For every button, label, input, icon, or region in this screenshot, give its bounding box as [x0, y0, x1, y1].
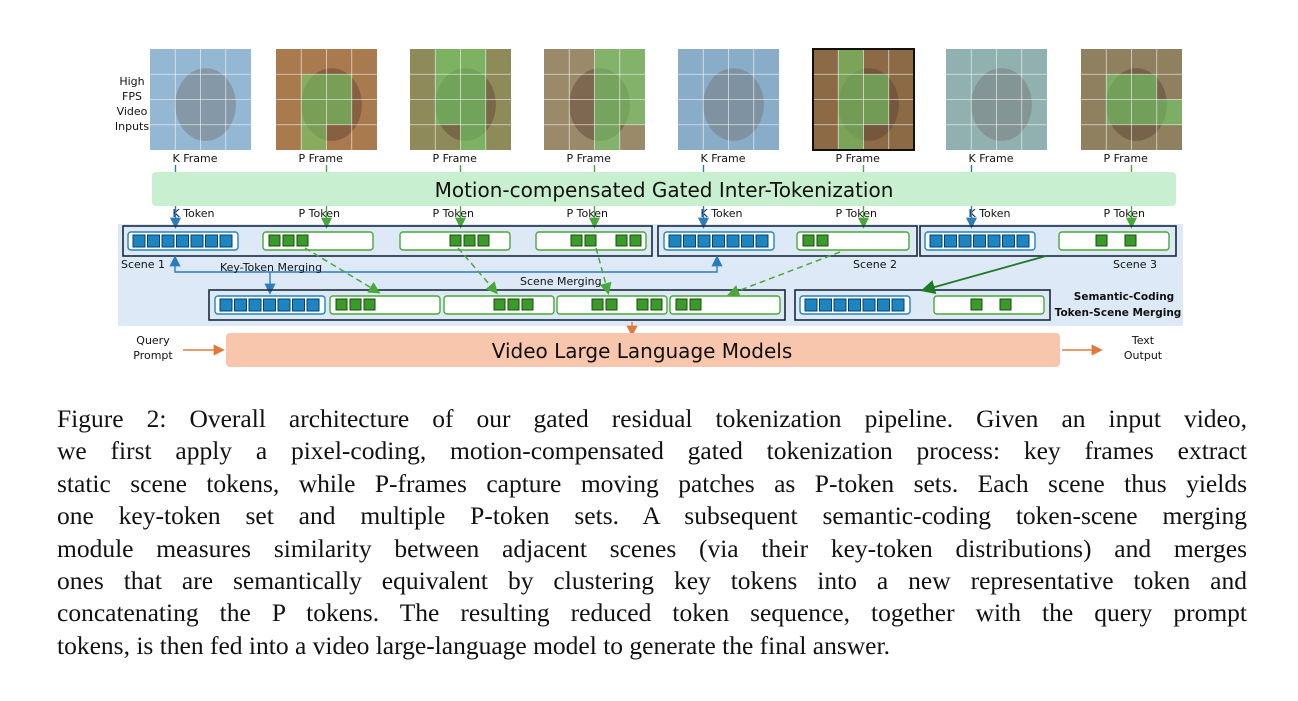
video-frame-thumbnail: [276, 49, 377, 150]
frame-label: P Frame: [299, 152, 344, 165]
p-token-group: [399, 231, 511, 251]
token-label: P Token: [1104, 207, 1145, 220]
token-label: K Token: [701, 207, 743, 220]
video-frame-thumbnail: [1081, 49, 1182, 150]
p-token-group: [669, 295, 781, 315]
architecture-figure: High FPS Video Inputs K Frame P Frame P Fr…: [115, 48, 1183, 367]
caption-line: ones that are semantically equivalent by…: [57, 566, 1247, 596]
tokenizer-label: Motion-compensated Gated Inter-Tokenizat…: [435, 178, 894, 202]
video-frame-thumbnail: [544, 49, 645, 150]
scene-1-box: [122, 225, 653, 257]
token-label: K Token: [969, 207, 1011, 220]
frame-label: P Frame: [836, 152, 881, 165]
query-label-2: Prompt: [133, 349, 173, 362]
token-label: P Token: [567, 207, 608, 220]
p-token-group: [556, 295, 668, 315]
key-token-group: [924, 231, 1036, 251]
token-row-1: [127, 231, 1170, 251]
p-token-group: [329, 295, 441, 315]
p-token-group: [535, 231, 647, 251]
key-token-group: [214, 295, 326, 315]
scene-2-box: [657, 225, 918, 257]
caption-line: one key-token set and multiple P-token s…: [57, 501, 1247, 531]
frame-thumbnails: K Frame P Frame P Frame P Frame K Frame P Fra…: [150, 48, 1182, 172]
query-label-1: Query: [136, 334, 170, 347]
input-label-3: Video: [117, 105, 148, 118]
p-token-group: [796, 231, 910, 251]
token-labels: K Token P Token P Token P Token K Token P Tok…: [169, 206, 1145, 229]
caption-line: static scene tokens, while P-frames capt…: [57, 468, 1247, 498]
caption-line: concatenating the P tokens. The resultin…: [57, 598, 1247, 628]
video-frame-thumbnail: [812, 48, 915, 151]
frame-label: K Frame: [969, 152, 1014, 165]
scene-3-box: [919, 225, 1177, 257]
scene-merge-arrow-3: [595, 247, 612, 295]
token-row-2: [214, 295, 1045, 315]
tokenizer-bar: [152, 172, 1176, 206]
scene-merging-label: Scene Merging: [520, 275, 602, 288]
frame-label: P Frame: [567, 152, 612, 165]
input-label-1: High: [119, 75, 144, 88]
video-frame-thumbnail: [410, 49, 511, 150]
frame-label: K Frame: [701, 152, 746, 165]
frame-label: K Frame: [173, 152, 218, 165]
p-token-group: [1058, 231, 1170, 251]
scene-3-label: Scene 3: [1113, 258, 1157, 271]
video-frame-thumbnail: [150, 49, 251, 150]
caption-line: module measures similarity between adjac…: [57, 533, 1247, 563]
input-label-4: Inputs: [115, 120, 149, 133]
scene-merge-arrow-1: [304, 247, 381, 294]
token-label: P Token: [433, 207, 474, 220]
llm-label: Video Large Language Models: [492, 339, 793, 363]
p-token-group: [443, 295, 555, 315]
p-token-group: [933, 295, 1045, 315]
scene-2-label: Scene 2: [853, 258, 897, 271]
frame-label: P Frame: [433, 152, 478, 165]
key-token-group: [799, 295, 911, 315]
p-token-group: [262, 231, 374, 251]
figure-caption: Figure 2: Overall architecture of our ga…: [57, 403, 1247, 662]
video-frame-thumbnail: [678, 49, 779, 150]
caption-line: Figure 2: Overall architecture of our ga…: [57, 404, 1247, 433]
video-frame-thumbnail: [946, 49, 1047, 150]
frame-label: P Frame: [1104, 152, 1149, 165]
semantic-label-2: Token-Scene Merging: [1055, 307, 1182, 319]
key-token-group: [663, 231, 775, 251]
caption-line: we first apply a pixel-coding, motion-co…: [57, 436, 1247, 466]
caption-line: tokens, is then fed into a video large-l…: [57, 630, 890, 660]
key-token-group: [127, 231, 239, 251]
output-label-1: Text: [1131, 334, 1155, 347]
key-token-merging-label: Key-Token Merging: [220, 261, 322, 274]
token-label: P Token: [299, 207, 340, 220]
semantic-label-1: Semantic-Coding: [1074, 291, 1174, 303]
token-label: K Token: [173, 207, 215, 220]
scene-1-label: Scene 1: [121, 258, 165, 271]
token-label: P Token: [836, 207, 877, 220]
llm-bar: [226, 333, 1060, 367]
scene-3-arrow: [920, 255, 1047, 295]
input-label-2: FPS: [122, 90, 142, 103]
output-label-2: Output: [1124, 349, 1163, 362]
